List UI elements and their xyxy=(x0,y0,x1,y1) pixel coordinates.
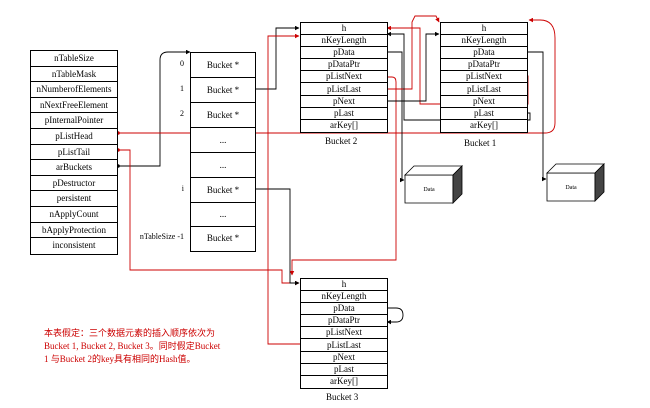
bucket-slot-4: ... xyxy=(191,153,255,178)
b2-field-pdataptr: pDataPtr xyxy=(301,59,387,72)
bucket-slot-0: Bucket * xyxy=(191,53,255,78)
b2-field-pnext: pNext xyxy=(301,96,387,108)
ht-field-pinternalpointer: pInternalPointer xyxy=(31,113,117,129)
b1-field-plast: pLast xyxy=(441,108,527,120)
b1-field-plistnext: pListNext xyxy=(441,71,527,84)
b1-field-nkeylength: nKeyLength xyxy=(441,35,527,48)
b2-field-plistlast: pListLast xyxy=(301,84,387,96)
b1-pdata-pointer xyxy=(516,51,547,182)
bucket-index-label: nTableSize -1 xyxy=(139,232,184,241)
bucket-3-caption: Bucket 3 xyxy=(326,392,359,402)
bucket-index-label: 1 xyxy=(180,83,184,93)
ht-field-plisttail: pListTail xyxy=(31,145,117,161)
b3-field-arkey: arKey[] xyxy=(330,375,358,386)
b2-field-plistnext: pListNext xyxy=(301,71,387,84)
bucket-slot-5: Bucket * xyxy=(191,178,255,203)
b2-plistnext-pointer xyxy=(289,76,397,276)
ht-field-nnumberofelements: nNumberofElements xyxy=(31,82,117,98)
data-label: Data xyxy=(565,185,577,191)
assumption-note-line-1: 本表假定：三个数据元素的插入顺序依次为 xyxy=(44,328,216,338)
ht-field-arbuckets: arBuckets xyxy=(31,160,117,176)
bucket-slot-2: Bucket * xyxy=(191,103,255,128)
b3-field-h: h xyxy=(301,279,387,292)
plisttail-pointer xyxy=(118,149,300,286)
bucket-index-label: 2 xyxy=(180,108,184,118)
bucket-index-label: 0 xyxy=(180,58,184,68)
b1-field-pnext: pNext xyxy=(441,96,527,108)
bucket-slot-1-pointer xyxy=(240,25,300,90)
ht-field-bapplyprotection: bApplyProtection xyxy=(31,223,117,239)
bucket-index-label: i xyxy=(181,183,184,193)
b3-pdata-pointer xyxy=(376,307,404,325)
b1-field-h: h xyxy=(441,23,527,36)
ht-field-inconsistent: inconsistent xyxy=(52,240,96,251)
b2-pdata-pointer xyxy=(376,51,405,183)
b2-field-plast: pLast xyxy=(301,108,387,120)
b2-pnext-pointer xyxy=(376,31,440,102)
b1-field-pdata: pData xyxy=(441,47,527,60)
bucket-slot-3: ... xyxy=(191,128,255,153)
b3-field-pdata: pData xyxy=(301,303,387,316)
data-box-bucket-2: Data xyxy=(404,165,463,204)
bucket-slot-1: Bucket * xyxy=(191,78,255,103)
data-box-bucket-1: Data xyxy=(546,163,605,202)
ht-field-napplycount: nApplyCount xyxy=(31,207,117,223)
bucket-slot-6: ... xyxy=(191,203,255,227)
bucket-2-caption: Bucket 2 xyxy=(325,136,358,146)
ht-field-nnextfreeelement: nNextFreeElement xyxy=(31,98,117,114)
b3-field-nkeylength: nKeyLength xyxy=(301,291,387,304)
b3-field-plast: pLast xyxy=(301,364,387,376)
ht-field-pdestructor: pDestructor xyxy=(31,176,117,192)
ht-field-ntablesize: nTableSize xyxy=(31,51,117,67)
bucket-1-caption: Bucket 1 xyxy=(464,138,497,148)
b3-field-pdataptr: pDataPtr xyxy=(301,315,387,328)
data-label: Data xyxy=(423,187,435,193)
b2-field-pdata: pData xyxy=(301,47,387,60)
b1-field-pdataptr: pDataPtr xyxy=(441,59,527,72)
assumption-note-line-2: Bucket 1, Bucket 2, Bucket 3。同时假定Bucket xyxy=(44,341,221,351)
b2-field-nkeylength: nKeyLength xyxy=(301,35,387,48)
b2-field-arkey: arKey[] xyxy=(330,119,358,130)
b3-field-plistnext: pListNext xyxy=(301,327,387,340)
b2-plistlast-pointer xyxy=(376,15,440,90)
ht-field-ntablemask: nTableMask xyxy=(31,67,117,83)
plisthead-pointer xyxy=(118,17,556,134)
b3-field-pnext: pNext xyxy=(301,352,387,364)
b3-field-plistlast: pListLast xyxy=(301,340,387,352)
assumption-note-line-3: 1 与Bucket 2的key具有相同的Hash值。 xyxy=(44,354,196,364)
ht-field-persistent: persistent xyxy=(31,191,117,207)
arbuckets-pointer xyxy=(118,49,191,167)
bucket-array: Bucket *Bucket *Bucket *......Bucket *..… xyxy=(190,52,256,252)
b1-field-plistlast: pListLast xyxy=(441,84,527,96)
bucket-slot-7: Bucket * xyxy=(206,233,240,243)
bucket-slot-i-pointer xyxy=(240,188,300,286)
b1-field-arkey: arKey[] xyxy=(470,119,498,130)
ht-field-plisthead: pListHead xyxy=(31,129,117,145)
b2-field-h: h xyxy=(301,23,387,36)
